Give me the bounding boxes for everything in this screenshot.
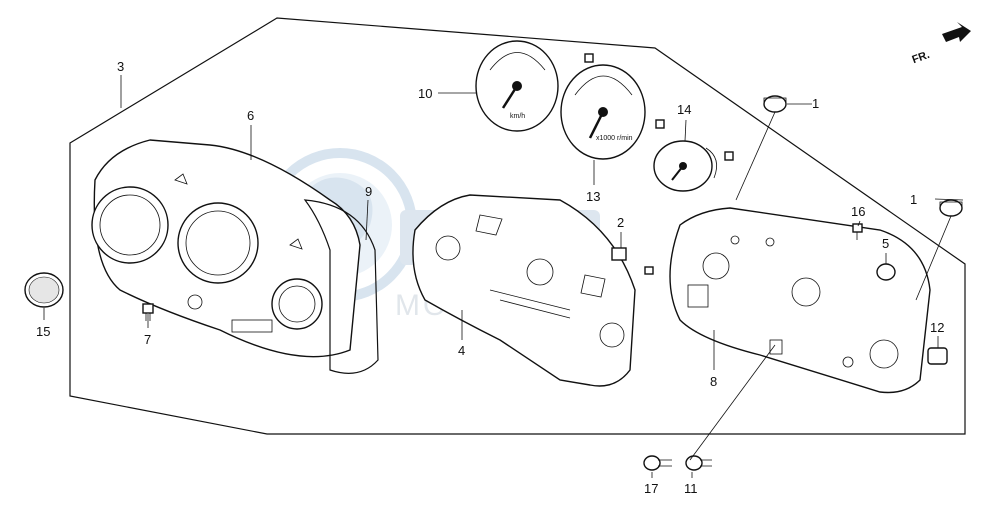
bolt-part-17: [643, 455, 672, 471]
callout-6: 6: [247, 108, 254, 123]
callout-17: 17: [644, 481, 658, 496]
callout-1-top: 1: [812, 96, 819, 111]
speedo-unit-text: x1000 r/min: [596, 135, 633, 142]
assembly-frame: [69, 17, 966, 435]
callout-3: 3: [117, 59, 124, 74]
callout-16: 16: [851, 204, 865, 219]
callout-13: 13: [586, 189, 600, 204]
tach-unit-text: km/h: [510, 113, 525, 120]
callout-15: 15: [36, 324, 50, 339]
lens-part-9: [303, 199, 379, 374]
grommet-part-1-right: [939, 199, 963, 217]
callout-10: 10: [418, 86, 432, 101]
nut-part-5: [876, 263, 896, 281]
callout-14: 14: [677, 102, 691, 117]
leader-lines: [43, 75, 964, 478]
socket-part-2: [611, 247, 627, 261]
callout-9: 9: [365, 184, 372, 199]
screw-part-7: [142, 303, 154, 321]
circuit-plate-part-4: [412, 194, 636, 387]
callout-12: 12: [930, 320, 944, 335]
grommet-part-1-top: [763, 95, 787, 113]
callout-5: 5: [882, 236, 889, 251]
front-direction-indicator: FR.: [911, 22, 971, 66]
front-direction-label: FR.: [911, 49, 932, 66]
callout-8: 8: [710, 374, 717, 389]
callout-7: 7: [144, 332, 151, 347]
dial-screws: [584, 53, 734, 275]
cap-part-15: [24, 272, 64, 308]
callout-2: 2: [617, 215, 624, 230]
callout-4: 4: [458, 343, 465, 358]
washer-part-11: [685, 455, 712, 471]
meter-back-case-part-8: [669, 207, 931, 394]
speedometer-dial-part-13: x1000 r/min: [560, 64, 646, 160]
callout-1-right: 1: [910, 192, 917, 207]
screw-part-16: [852, 223, 863, 240]
callout-11: 11: [684, 481, 698, 496]
meter-case-part-6: [91, 139, 361, 358]
collar-part-12: [927, 347, 948, 365]
tachometer-dial-part-10: km/h: [475, 40, 559, 132]
callout-labels: 1 1 2 3 4 5 6 7 8 9 10 11 12 13 14 15 16…: [36, 59, 944, 496]
fuel-gauge-part-14: [653, 140, 718, 192]
